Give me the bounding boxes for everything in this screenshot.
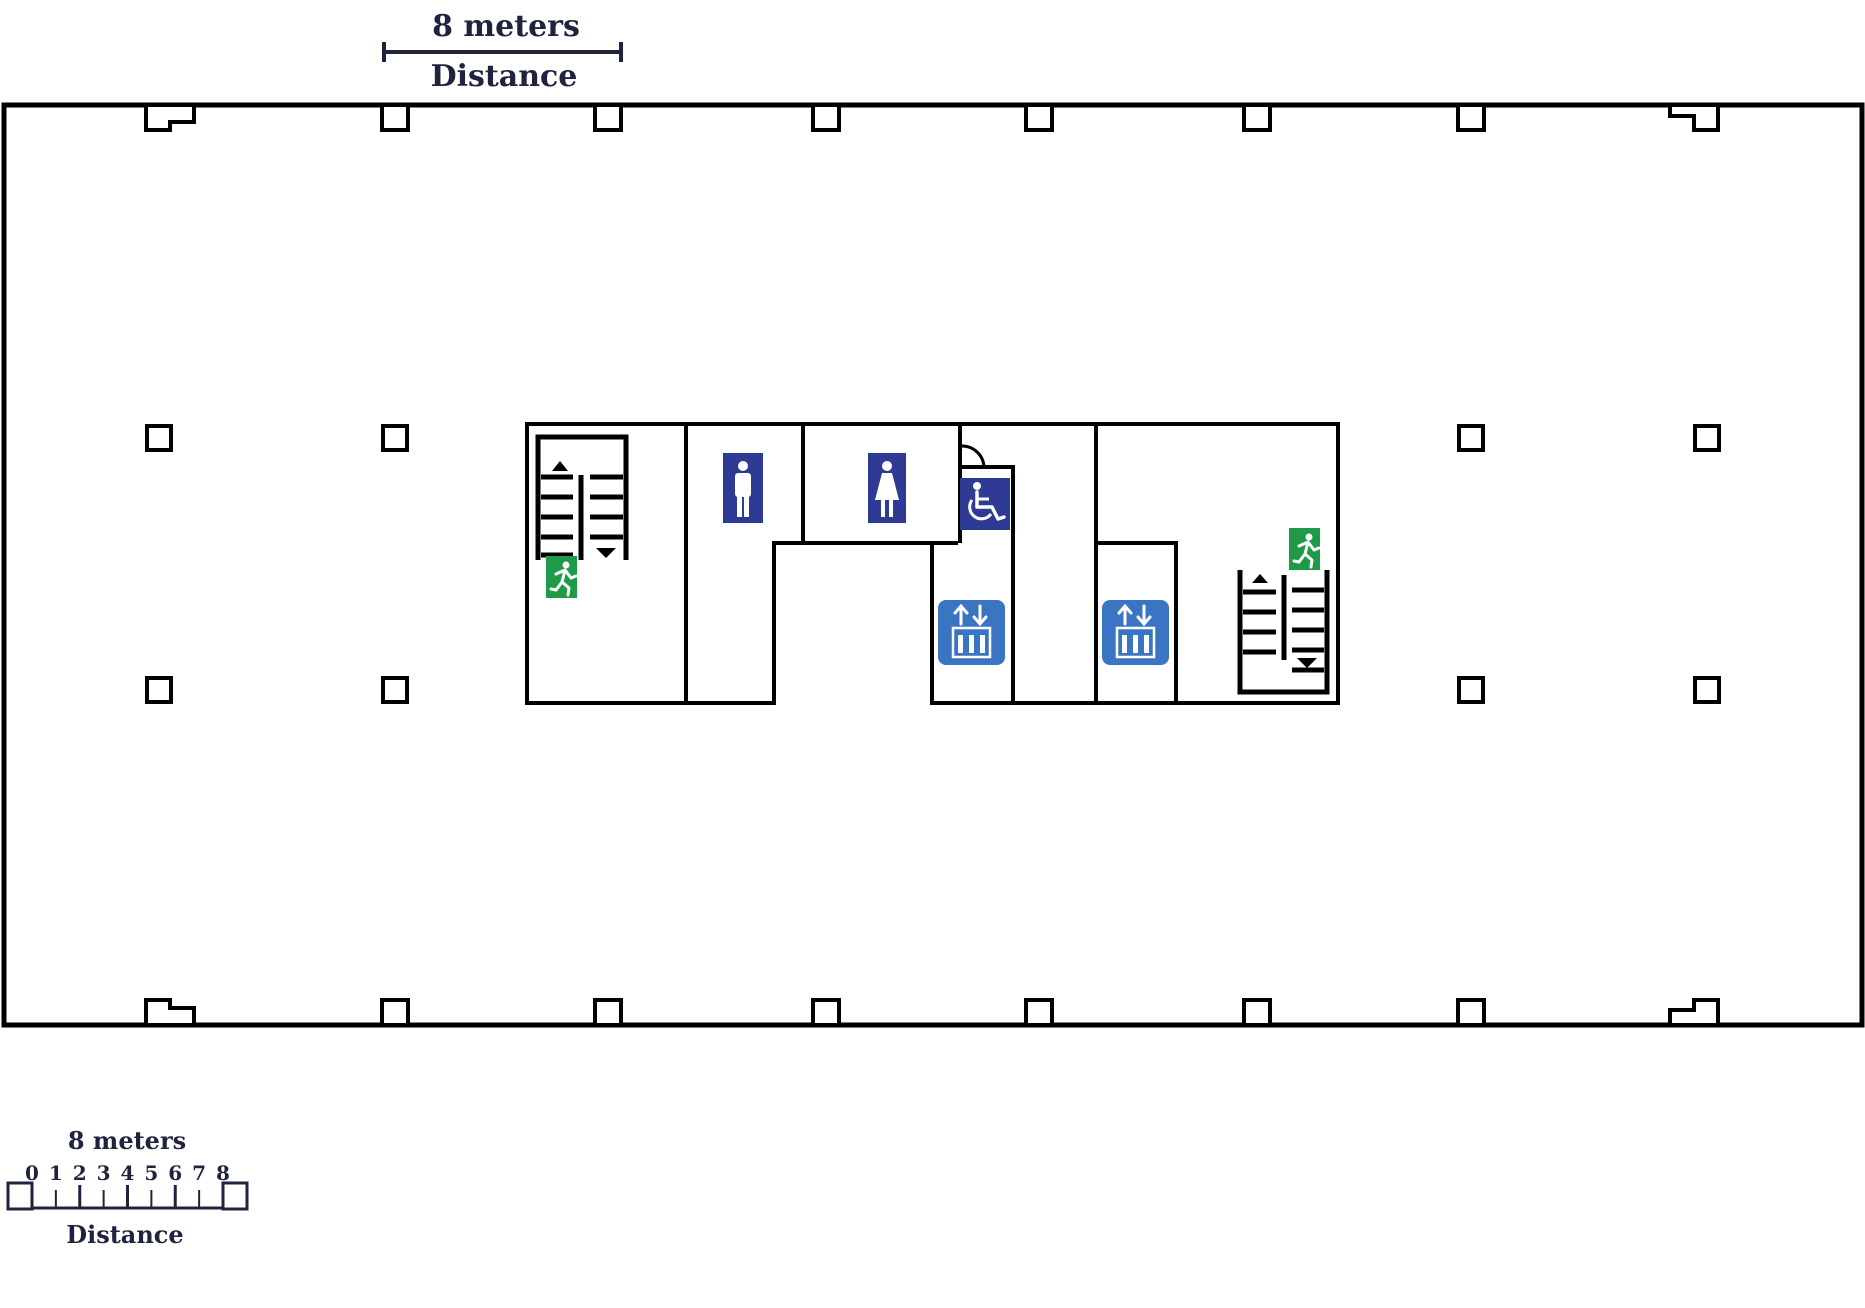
scale-tick-label: 1 (49, 1161, 63, 1185)
scale-tick-label: 0 (25, 1161, 39, 1185)
scale-tick-label: 3 (97, 1161, 111, 1185)
scale-tick-label: 7 (192, 1161, 206, 1185)
scale-tick-label: 6 (168, 1161, 182, 1185)
emergency-exit-icon (1289, 528, 1321, 570)
stairs-icon (1237, 570, 1330, 695)
scale-tick-label: 5 (144, 1161, 158, 1185)
emergency-exit-icon (546, 556, 578, 598)
scale-bottom-value-label: 8 meters (68, 1126, 186, 1155)
top-pillars (144, 107, 1720, 132)
stairs-icon (535, 434, 629, 560)
scale-tick-marks (54, 1185, 201, 1208)
building-core (525, 422, 1340, 705)
bottom-pillars (144, 998, 1720, 1023)
scale-bar-top: 8 meters Distance (382, 9, 623, 94)
scale-tick-label: 2 (73, 1161, 87, 1185)
scale-bottom-name-label: Distance (66, 1220, 183, 1249)
scale-top-value-label: 8 meters (432, 9, 580, 44)
female-restroom-icon (868, 453, 906, 523)
scale-top-name-label: Distance (431, 59, 578, 94)
scale-tick-label: 4 (121, 1161, 135, 1185)
core-openings (776, 701, 930, 707)
elevator-icon (938, 600, 1005, 665)
elevator-icon (1102, 600, 1169, 665)
male-restroom-icon (723, 453, 763, 523)
wheelchair-icon (960, 478, 1010, 530)
door-swing (961, 444, 986, 469)
scale-tick-label: 8 (216, 1161, 230, 1185)
